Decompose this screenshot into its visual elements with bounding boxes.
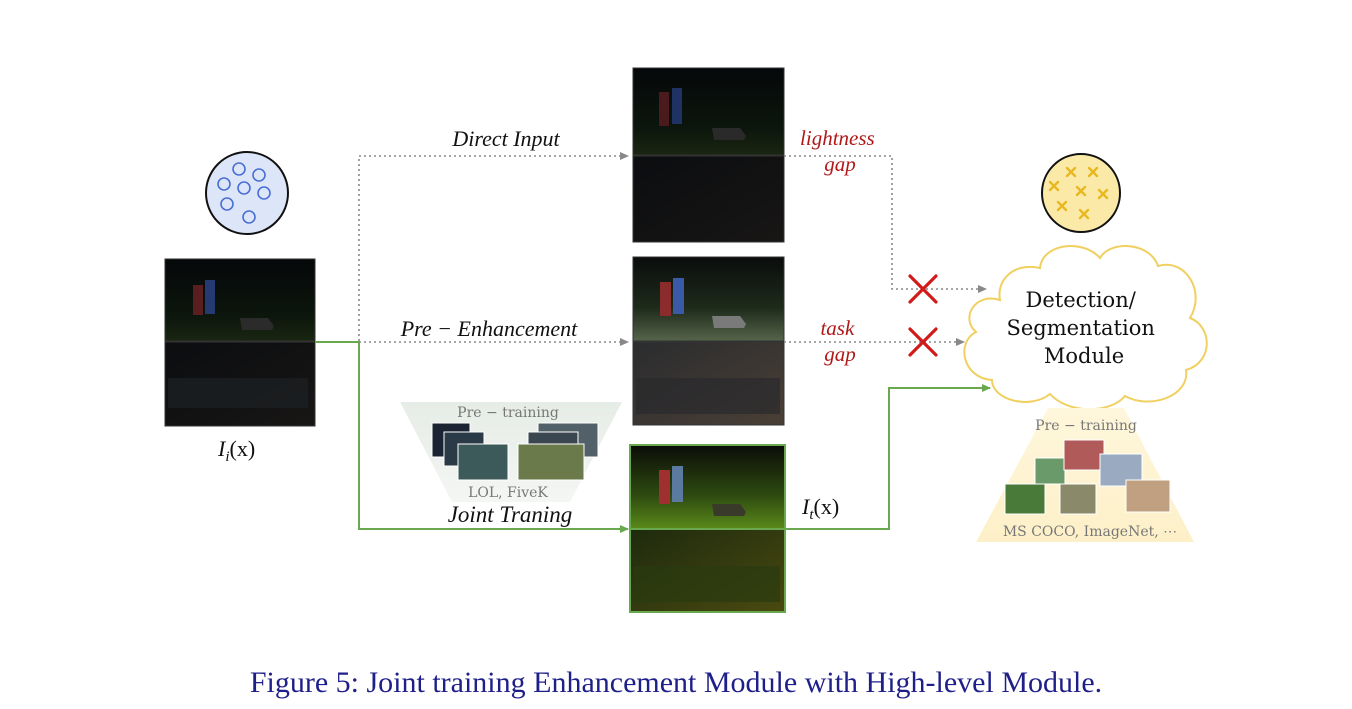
task-gap-label: task gap	[820, 316, 859, 366]
module-title: Detection/ Segmentation Module	[1006, 288, 1161, 368]
joint-training-path	[315, 341, 629, 533]
red-x-icon	[908, 274, 938, 304]
input-label: Ii(x)	[217, 436, 255, 465]
lightness-gap-label: lightness gap	[800, 126, 880, 176]
pre-enhancement-label: Pre − Enhancement	[400, 316, 578, 341]
pre-enhanced-image	[632, 256, 785, 426]
detection-segmentation-module: Detection/ Segmentation Module	[963, 244, 1208, 411]
output-label: It(x)	[801, 494, 839, 523]
direct-to-module-path	[784, 155, 987, 293]
input-image	[164, 258, 316, 427]
enhancement-thumbnails	[431, 422, 599, 481]
figure-caption: Figure 5: Joint training Enhancement Mod…	[249, 666, 1103, 699]
enhancement-pretraining-panel: Pre − training LOL, FiveK	[400, 402, 622, 502]
direct-input-path	[315, 152, 629, 343]
joint-to-module-path	[785, 384, 991, 530]
detection-pretraining-panel: Pre − training MS COCO, ImageNet, ⋯	[976, 408, 1194, 542]
detection-thumbnails	[1004, 439, 1171, 515]
direct-input-image	[632, 67, 785, 243]
cross-features-icon	[1041, 153, 1121, 233]
enhancement-datasets: LOL, FiveK	[468, 485, 548, 501]
joint-training-label: Joint Traning	[448, 502, 573, 527]
circle-features-icon	[205, 151, 289, 235]
detection-pretraining-title: Pre − training	[1035, 418, 1137, 434]
direct-input-label: Direct Input	[451, 126, 560, 151]
joint-trained-image	[629, 444, 786, 613]
detection-datasets: MS COCO, ImageNet, ⋯	[1003, 524, 1177, 540]
red-x-icon	[908, 327, 938, 357]
enhancement-pretraining-title: Pre − training	[457, 405, 559, 421]
